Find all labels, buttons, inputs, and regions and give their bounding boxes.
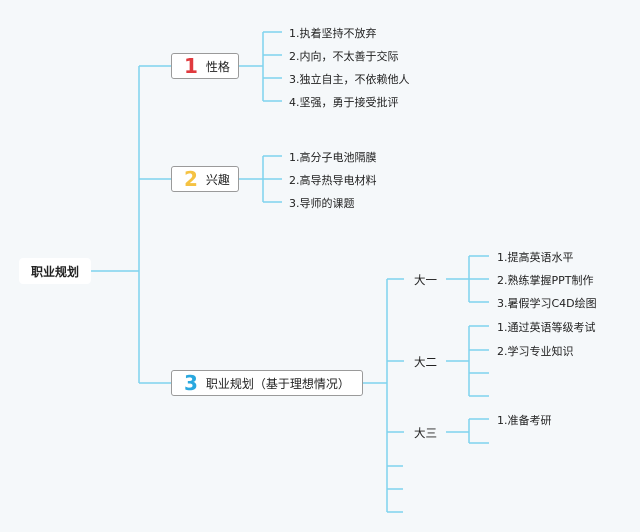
connector-branch-1-leaves <box>263 31 282 102</box>
branch-2-item-3[interactable]: 3.导师的课题 <box>289 197 355 210</box>
stage-1-item-2[interactable]: 2.熟练掌握PPT制作 <box>497 274 594 287</box>
branch-1-node[interactable]: 1 性格 <box>171 53 239 79</box>
root-node[interactable]: 职业规划 <box>19 258 91 284</box>
branch-2-item-1[interactable]: 1.高分子电池隔膜 <box>289 151 377 164</box>
root-label: 职业规划 <box>30 264 79 279</box>
stage-2-label[interactable]: 大二 <box>414 355 437 369</box>
stage-2-item-2[interactable]: 2.学习专业知识 <box>497 345 574 358</box>
connector-branch-2-trunk <box>239 156 264 202</box>
stage-2-item-1[interactable]: 1.通过英语等级考试 <box>497 321 596 334</box>
stage-1-item-3[interactable]: 3.暑假学习C4D绘图 <box>497 297 597 310</box>
stage-1-label[interactable]: 大一 <box>414 273 437 287</box>
connector-stage-1-leaves <box>469 255 489 303</box>
branch-3-number: 3 <box>184 371 198 395</box>
connector-stage-3-leaves <box>469 418 489 444</box>
branch-1-item-3[interactable]: 3.独立自主，不依赖他人 <box>289 73 410 86</box>
branch-2-label: 兴趣 <box>205 172 230 187</box>
connector-stage-1-trunk <box>446 256 470 302</box>
branch-3-node[interactable]: 3 职业规划（基于理想情况） <box>171 370 363 396</box>
connector-branch-2-leaves <box>263 155 282 203</box>
branch-3-label: 职业规划（基于理想情况） <box>205 376 350 391</box>
connector-stages <box>387 278 404 433</box>
branch-1-item-2[interactable]: 2.内向，不太善于交际 <box>289 50 399 63</box>
branch-1-number: 1 <box>184 54 198 78</box>
branch-2-node[interactable]: 2 兴趣 <box>171 166 239 192</box>
connector-branch-3-trunk <box>363 279 388 512</box>
branch-2-item-2[interactable]: 2.高导热导电材料 <box>289 174 377 187</box>
stage-3-label[interactable]: 大三 <box>414 426 437 440</box>
connector-empty-stages <box>387 465 403 513</box>
branch-1-item-1[interactable]: 1.执着坚持不放弃 <box>289 27 377 40</box>
connector-stage-2-trunk <box>446 326 470 396</box>
branch-2-number: 2 <box>184 167 198 191</box>
stage-1-item-1[interactable]: 1.提高英语水平 <box>497 251 574 264</box>
connector-stage-3-trunk <box>446 419 470 443</box>
stage-3-item-1[interactable]: 1.准备考研 <box>497 414 552 427</box>
branch-1-item-4[interactable]: 4.坚强，勇于接受批评 <box>289 96 399 109</box>
connector-branch-1-trunk <box>239 32 264 101</box>
branch-1-label: 性格 <box>205 59 230 74</box>
connector-stage-2-leaves <box>469 325 489 397</box>
